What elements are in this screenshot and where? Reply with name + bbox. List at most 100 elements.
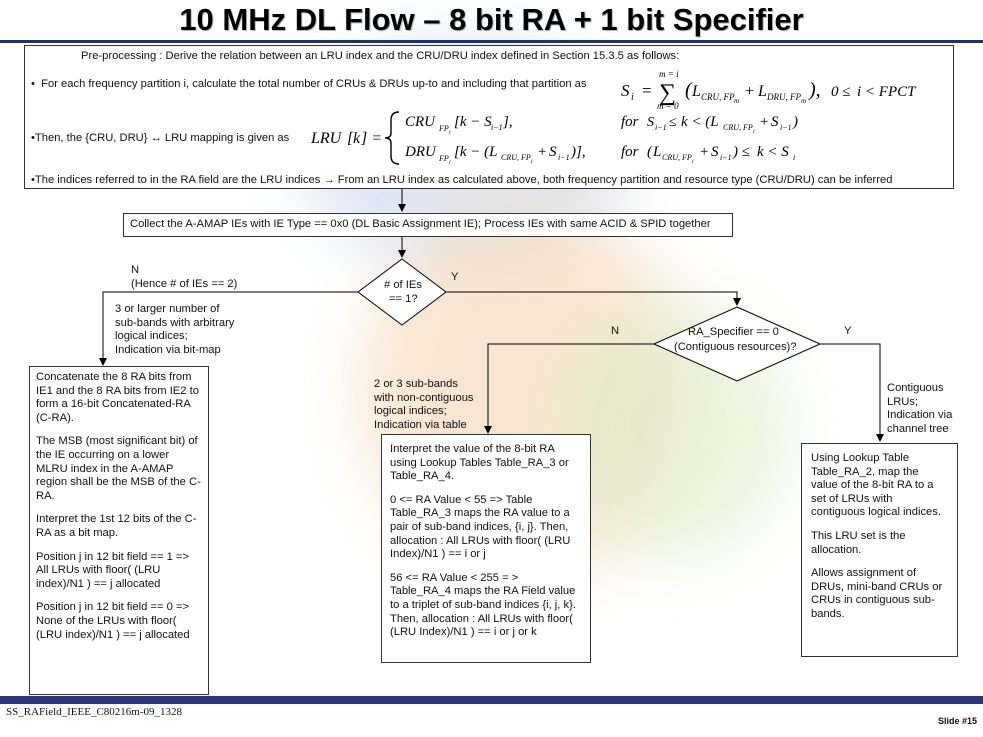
svg-text:i−1: i−1 (491, 123, 503, 132)
svg-text:i: i (449, 160, 451, 166)
svg-text:L: L (652, 144, 661, 160)
svg-text:m = i: m = i (659, 69, 679, 79)
svg-text:[: [ (347, 130, 354, 147)
bitmap-para: The MSB (most significant bit) of the IE… (36, 435, 201, 502)
svg-text:=: = (641, 81, 652, 100)
svg-text:FP: FP (438, 124, 449, 133)
footer-document-id: SS_RAField_IEEE_C80216m-09_1328 (6, 706, 183, 718)
decision1-text-1: # of IEs (384, 279, 422, 291)
svg-text:S: S (711, 144, 719, 160)
preprocessing-bullet3: •The indices referred to in the RA field… (31, 174, 893, 186)
note-left-line: Indication via bit-map (115, 343, 221, 356)
svg-text:),: ), (808, 79, 821, 101)
bullet3-text: The indices referred to in the RA field … (34, 174, 893, 186)
svg-text:+: + (699, 144, 709, 160)
svg-text:CRU, FP: CRU, FP (701, 92, 735, 102)
formula-si: S i = m = i ∑ m = 0 ( L CRU, FP m + L DR… (621, 68, 951, 114)
channel-tree-para: Allows assignment of DRUs, mini-band CRU… (811, 567, 943, 620)
note-right: Contiguous LRUs; Indication via channel … (887, 382, 952, 436)
channel-tree-para: This LRU set is the allocation. (811, 529, 906, 556)
arrow-decision2-no (484, 343, 654, 434)
svg-text:FP: FP (438, 154, 449, 163)
svg-text:k: k (353, 130, 361, 147)
svg-text:i: i (531, 159, 533, 165)
title-underline (0, 40, 983, 43)
svg-text:i: i (753, 129, 755, 135)
svg-text:+: + (744, 83, 755, 100)
note-right-line: LRUs; (887, 395, 919, 408)
footer-bar (0, 696, 983, 704)
bitmap-para: Concatenate the 8 RA bits from IE1 and t… (36, 371, 199, 424)
svg-text:i−1: i−1 (780, 123, 792, 132)
svg-text:≤: ≤ (669, 115, 677, 130)
svg-text:S: S (771, 114, 779, 130)
decision1-yes-label: Y (451, 271, 459, 283)
svg-text:i: i (692, 159, 694, 165)
decision1-text-2: == 1? (389, 293, 418, 305)
svg-text:0 ≤: 0 ≤ (831, 84, 850, 100)
svg-text:k < (L: k < (L (681, 114, 719, 130)
bullet1-text: For each frequency partition i, calculat… (41, 78, 587, 90)
svg-text:k < S: k < S (757, 144, 789, 160)
svg-text:i−1: i−1 (655, 123, 667, 132)
svg-text:+: + (537, 144, 547, 160)
decision2-no-label: N (611, 325, 620, 337)
svg-text:CRU, FP: CRU, FP (662, 153, 692, 162)
svg-text:m = 0: m = 0 (657, 101, 679, 110)
note-middle-line: 2 or 3 sub-bands (374, 378, 458, 390)
arrow-decision2-yes (820, 343, 884, 442)
formula-si-svg: S i = m = i ∑ m = 0 ( L CRU, FP m + L DR… (621, 69, 917, 111)
svg-text:S: S (549, 144, 557, 160)
note-left-line: logical indices; (115, 330, 188, 343)
note-right-line: Indication via (887, 409, 953, 422)
svg-text:i < FPCT: i < FPCT (857, 84, 917, 100)
svg-text:i: i (631, 92, 634, 103)
svg-text:CRU, FP: CRU, FP (501, 153, 531, 162)
svg-text:],: ], (502, 114, 513, 130)
table-para: Interpret the value of the 8-bit RA usin… (390, 443, 569, 483)
svg-text:CRU, FP: CRU, FP (723, 123, 753, 132)
svg-text:i−1: i−1 (720, 153, 732, 162)
svg-text:L: L (757, 83, 767, 100)
channel-tree-para: Using Lookup Table Table_RA_2, map the v… (811, 452, 941, 519)
decision1-no-label: N (131, 264, 140, 276)
decision2-diamond (652, 306, 822, 382)
svg-text:∑: ∑ (659, 80, 676, 106)
table-para: 0 <= RA Value < 55 => Table Table_RA_3 m… (390, 493, 571, 561)
svg-text:i: i (793, 153, 795, 162)
svg-text:(: ( (685, 79, 693, 101)
svg-text:S: S (621, 81, 630, 100)
channel-tree-outcome-box: Using Lookup Table Table_RA_2, map the v… (801, 443, 958, 657)
note-middle-line: Indication via table (374, 418, 467, 431)
svg-text:i−1: i−1 (558, 153, 570, 162)
decision2-text-1: RA_Specifier == 0 (688, 326, 779, 338)
formula-lru: LRU [ k ] = CRU FP i [k − S i−1 ], for S… (310, 106, 951, 172)
note-middle-line: logical indices; (374, 405, 447, 418)
bitmap-para: Interpret the 1st 12 bits of the C-RA as… (36, 513, 197, 539)
note-left-line: 3 or larger number of (115, 303, 220, 315)
note-left-line: sub-bands with arbitrary (115, 316, 235, 329)
bitmap-para: Position j in 12 bit field == 0 => None … (36, 601, 190, 641)
svg-text:DRU, FP: DRU, FP (766, 92, 801, 102)
svg-text:] =: ] = (360, 130, 382, 147)
preprocessing-bullet2: •Then, the {CRU, DRU} ↔ LRU mapping is g… (31, 132, 290, 144)
decision2-yes-label: Y (844, 325, 852, 337)
bitmap-para: Position j in 12 bit field == 1 => All L… (36, 550, 189, 590)
decision1-no-sub: (Hence # of IEs == 2) (131, 278, 238, 290)
svg-text:for: for (621, 114, 639, 130)
bullet2-text: Then, the {CRU, DRU} ↔ LRU mapping is gi… (34, 132, 290, 144)
svg-text:DRU: DRU (404, 144, 437, 160)
svg-text:S: S (647, 115, 654, 130)
note-right-line: Contiguous (887, 382, 944, 394)
preprocessing-bullet1: • For each frequency partition i, calcul… (31, 78, 587, 90)
slide-number: Slide #15 (937, 716, 977, 726)
bitmap-outcome-box: Concatenate the 8 RA bits from IE1 and t… (29, 366, 209, 695)
table-outcome-box: Interpret the value of the 8-bit RA usin… (381, 434, 591, 663)
svg-text:(: ( (647, 144, 653, 160)
svg-text:) ≤: ) ≤ (732, 144, 750, 160)
svg-text:L: L (691, 83, 701, 100)
svg-text:CRU: CRU (405, 114, 436, 130)
collect-box: Collect the A-AMAP IEs with IE Type == 0… (123, 213, 733, 237)
table-para: 56 <= RA Value < 255 = > Table_RA_4 maps… (390, 571, 576, 639)
